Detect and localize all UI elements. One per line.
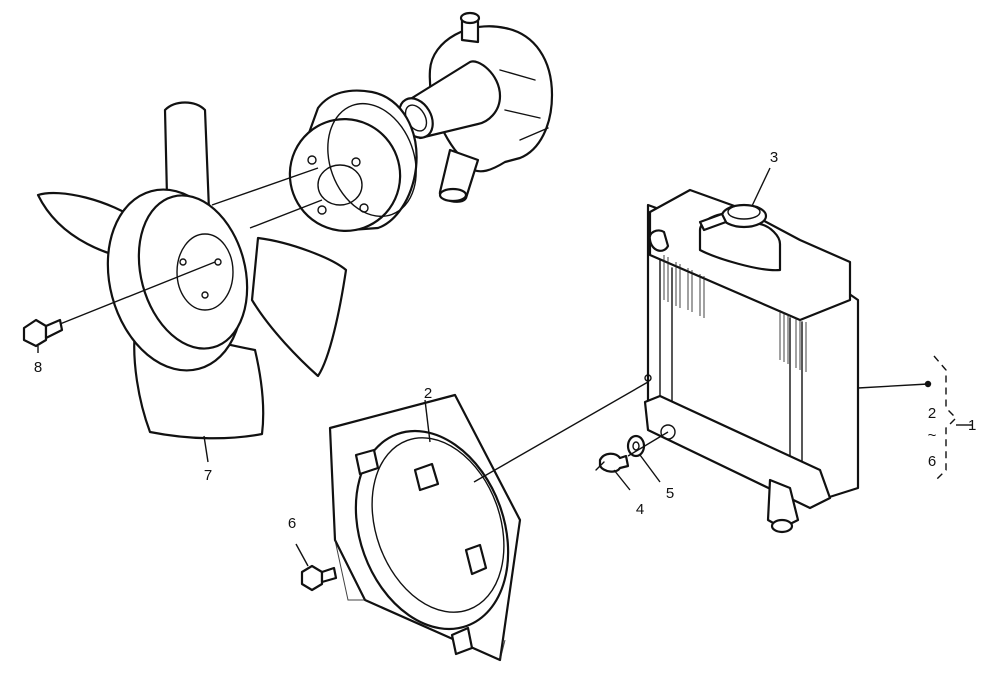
callout-range-start: 2: [928, 405, 936, 422]
leader-1: [857, 383, 929, 389]
callout-7: 7: [204, 467, 212, 484]
radiator-cap: [698, 203, 768, 232]
alignment-line-upper: [211, 167, 319, 206]
callout-range-tilde: ~: [928, 427, 937, 444]
callout-6: 6: [288, 515, 296, 532]
leader-2: [424, 399, 431, 443]
assembly-bracket: [933, 355, 957, 483]
alignment-line-lower: [249, 199, 323, 229]
shroud-bolt: [300, 564, 338, 592]
callout-2: 2: [424, 385, 432, 402]
leader-7: [203, 435, 209, 463]
callout-4: 4: [636, 501, 644, 518]
radiator: [643, 188, 860, 534]
callout-8: 8: [34, 359, 42, 376]
fan-bolt: [22, 261, 216, 348]
callout-range-end: 6: [928, 453, 936, 470]
drain-cock: [595, 452, 630, 473]
callout-5: 5: [666, 485, 674, 502]
leader-6: [295, 543, 309, 567]
washer: [626, 434, 646, 458]
callout-1: 1: [968, 417, 976, 434]
leader-1-dot: [924, 380, 932, 388]
alignment-line-shroud: [473, 381, 649, 483]
cooling-fan: [36, 101, 348, 440]
callout-3: 3: [770, 149, 778, 166]
fan-shroud: [328, 393, 522, 662]
alignment-line-drain: [627, 431, 669, 457]
fan-pulley: [288, 89, 418, 232]
leader-5: [639, 454, 661, 483]
leader-4: [613, 469, 631, 491]
leader-3: [751, 167, 771, 207]
